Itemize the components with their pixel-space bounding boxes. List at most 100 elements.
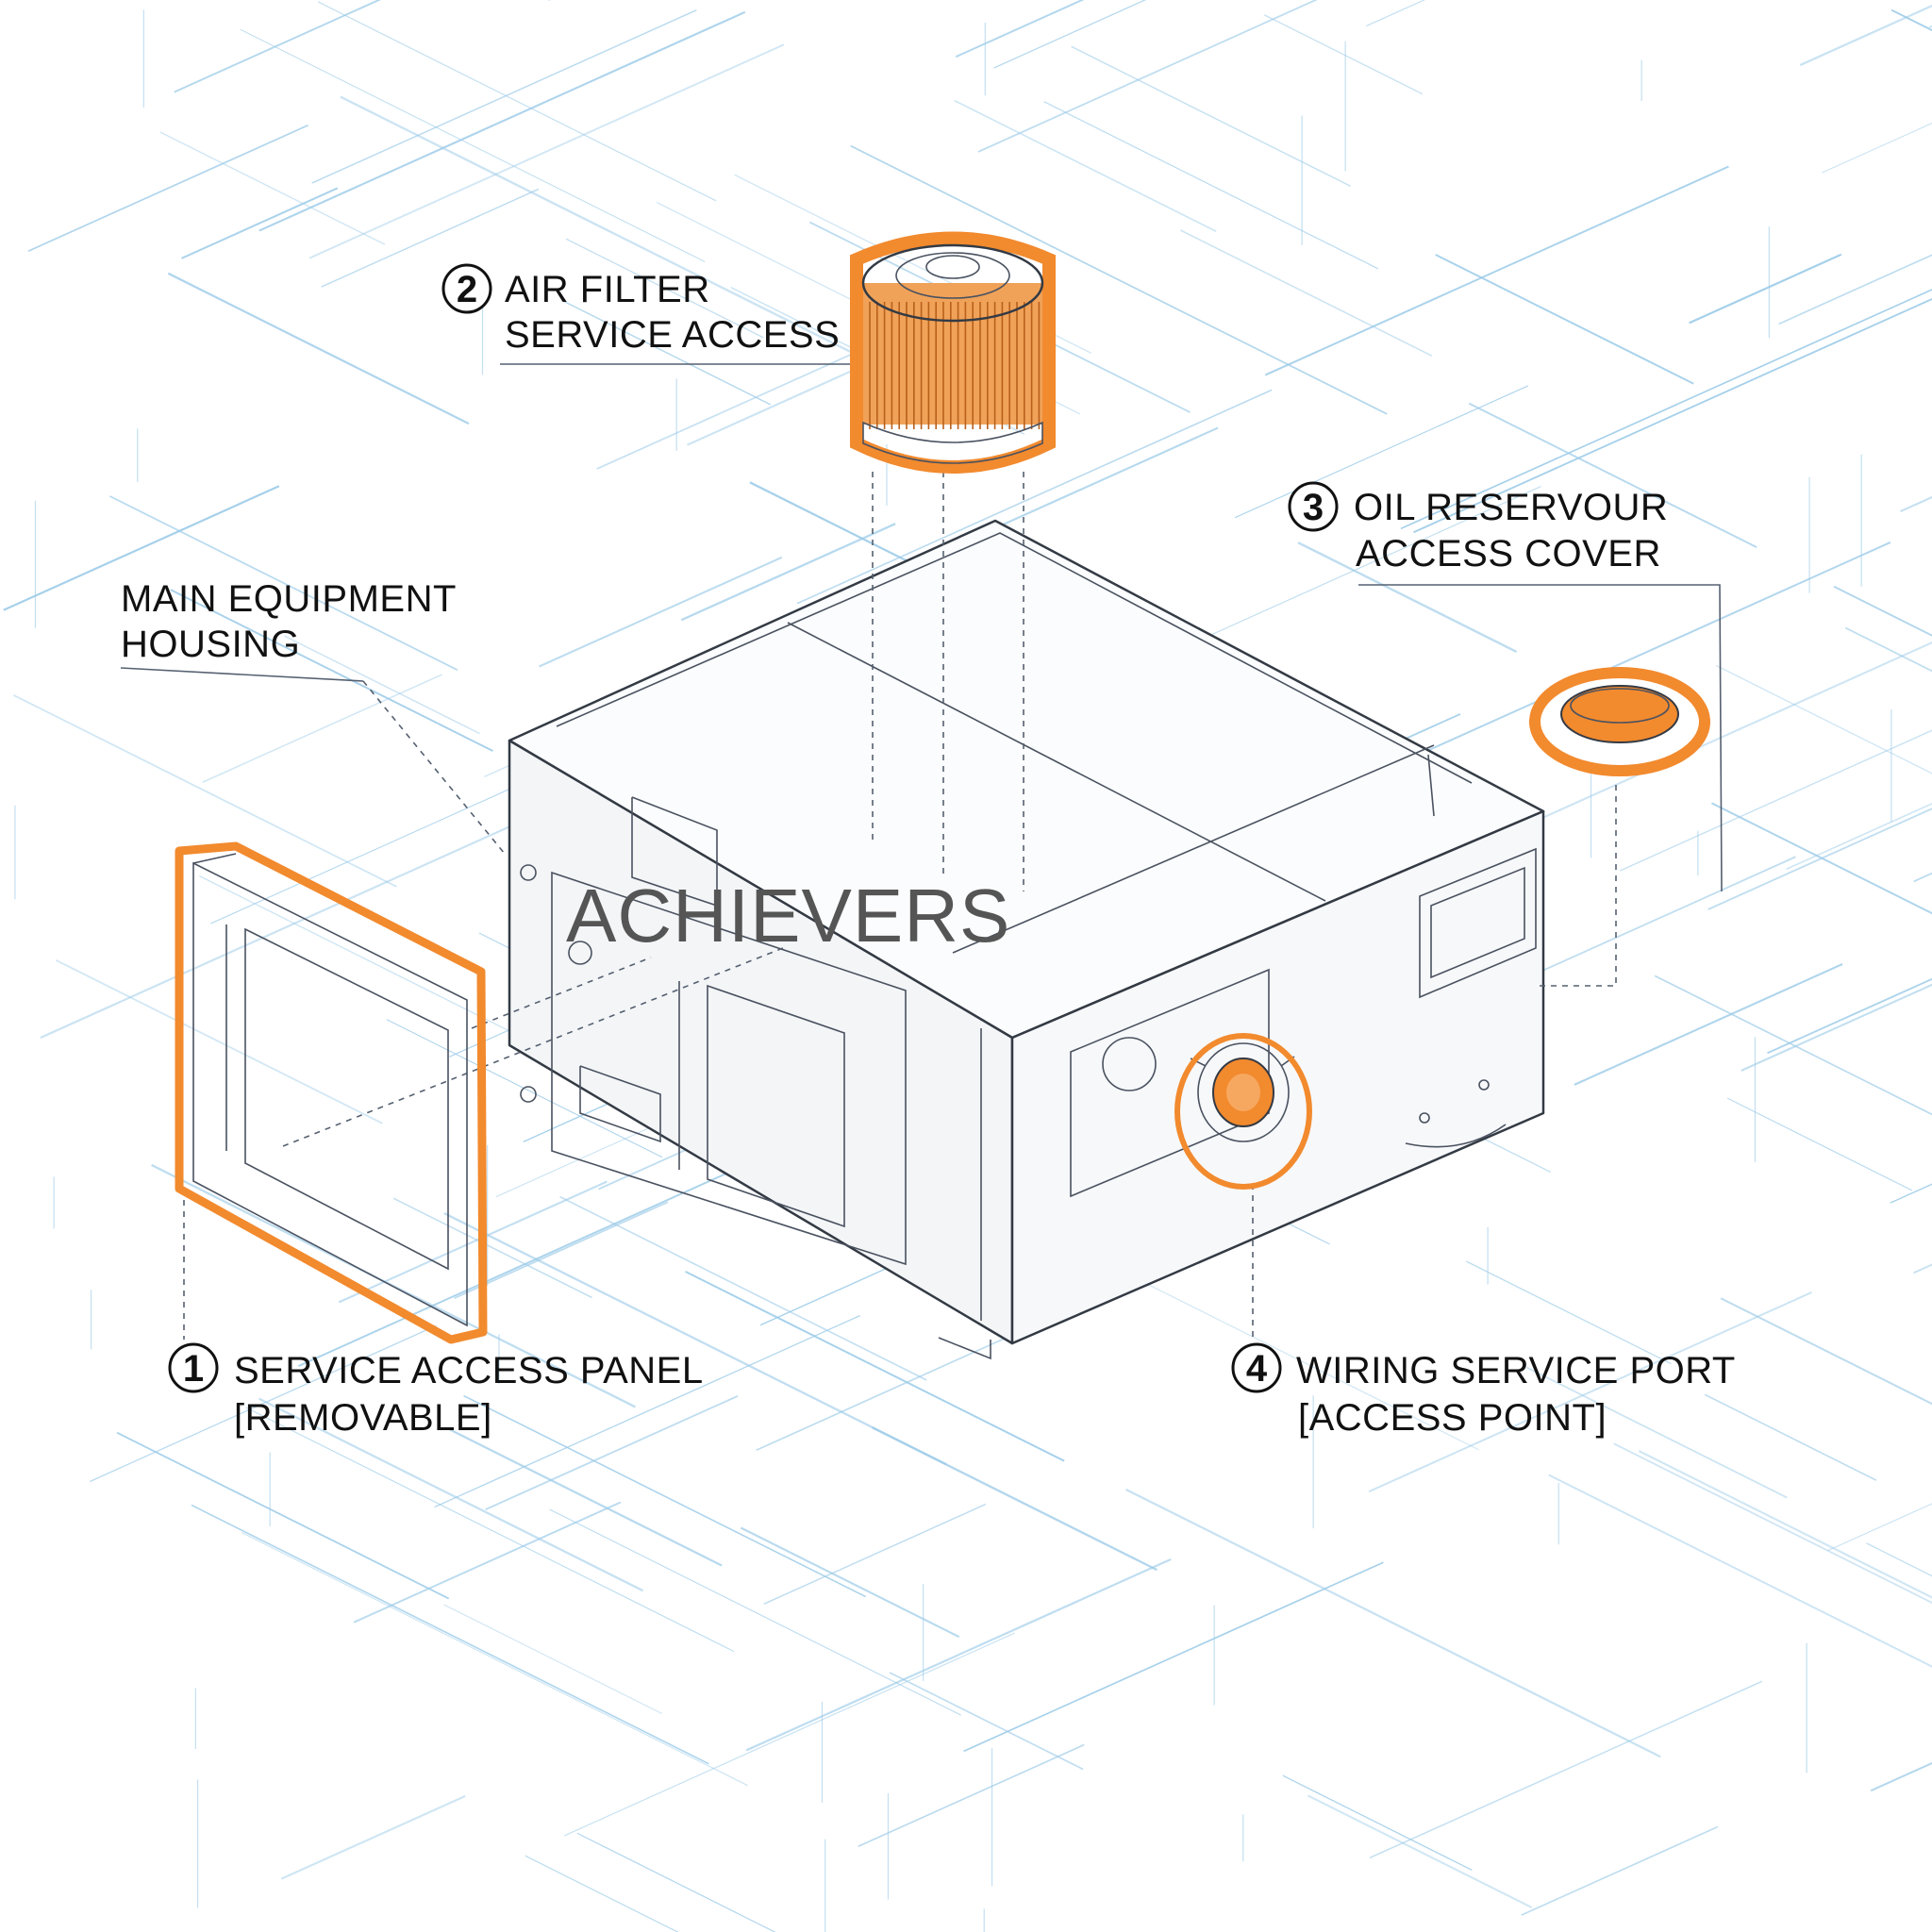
grid-line — [1366, 0, 1425, 27]
grid-line — [485, 1395, 739, 1510]
grid-line — [1548, 1474, 1932, 1668]
grid-line — [1890, 1183, 1932, 1204]
grid-line — [1179, 229, 1433, 357]
grid-line — [311, 8, 697, 184]
grid-line — [1778, 254, 1932, 325]
inner-module — [631, 796, 718, 908]
panel-frame-inner — [244, 927, 449, 1271]
grid-line — [889, 1672, 1084, 1771]
side-panel-recess — [1070, 968, 1270, 1198]
grid-line — [181, 187, 339, 259]
grid-line — [443, 1604, 662, 1714]
callout-number-badge — [1231, 1342, 1282, 1393]
grid-line — [1297, 541, 1518, 653]
grid-line — [1369, 1680, 1763, 1859]
grid-line — [89, 1324, 437, 1483]
grid-line — [858, 1743, 1085, 1848]
grid-line — [1413, 297, 1932, 534]
housing-screw — [520, 864, 537, 881]
grid-line — [539, 556, 783, 668]
grid-line — [40, 820, 522, 1039]
service-access-panel — [175, 841, 488, 1344]
grid-line — [1710, 802, 1932, 915]
grid-line — [954, 99, 1217, 233]
grid-line — [563, 1632, 1016, 1837]
grid-line — [1465, 1260, 1672, 1365]
grid-line — [159, 131, 386, 245]
panel-leader — [471, 957, 652, 1029]
grid-line — [1799, 4, 1932, 67]
grid-line — [1767, 977, 1932, 1055]
grid-line — [763, 1503, 987, 1605]
grid-line — [283, 635, 480, 735]
grid-line — [1613, 1442, 1932, 1604]
main-equipment-housing — [508, 519, 1545, 1360]
grid-line — [685, 1270, 1065, 1462]
grid-line — [170, 589, 493, 752]
grid-line — [27, 124, 308, 253]
filter-top-ring — [895, 252, 1010, 299]
grid-line — [549, 1508, 961, 1716]
filter-center-hole — [925, 255, 980, 279]
grid-line — [191, 1504, 709, 1765]
grid-line — [1525, 1366, 1788, 1499]
grid-line — [955, 0, 1085, 58]
grid-line — [1435, 254, 1694, 385]
grid-line — [55, 958, 383, 1124]
grid-line — [167, 272, 470, 425]
grid-line — [1125, 1488, 1661, 1758]
filter-top-cap — [861, 243, 1044, 323]
grid-line — [1638, 1450, 1932, 1599]
wiring-label-line1: WIRING SERVICE PORT — [1296, 1350, 1736, 1391]
grid-line — [1890, 8, 1932, 32]
panel-frame-outer — [192, 861, 468, 1327]
grid-line — [210, 781, 526, 924]
grid-line — [1707, 808, 1932, 910]
grid-line — [1263, 14, 1424, 95]
filter-orange-outline — [850, 231, 1056, 474]
grid-line — [202, 674, 442, 783]
side-round-port — [1102, 1037, 1157, 1091]
grid-line — [563, 300, 772, 406]
callout-oil-reservoir: 3 OIL RESERVOUR ACCESS COVER — [1288, 481, 1668, 575]
filter-bottom-cap — [862, 421, 1043, 464]
grid-line — [340, 95, 864, 359]
air-filter-cartridge — [850, 231, 1056, 474]
grid-line — [1715, 664, 1932, 774]
side-vent-window — [1419, 847, 1537, 999]
filter-label-line2: SERVICE ACCESS — [505, 314, 840, 356]
housing-foot — [938, 1337, 991, 1360]
callout-wiring-port: 4 WIRING SERVICE PORT [ACCESS POINT] — [1231, 1342, 1736, 1439]
grid-line — [1822, 122, 1932, 174]
callout-number: 4 — [1246, 1348, 1268, 1390]
grid-line — [1132, 1276, 1479, 1451]
grid-line — [308, 43, 785, 259]
grid-line — [1521, 1825, 1719, 1916]
oil-label-line1: OIL RESERVOUR — [1354, 487, 1668, 528]
grid-line — [565, 238, 764, 339]
grid-line — [280, 1794, 466, 1880]
grid-line — [1870, 1761, 1932, 1792]
inner-valve — [568, 941, 592, 965]
grid-line — [245, 1407, 735, 1653]
grid-line — [1574, 963, 1843, 1086]
grid-line — [1689, 253, 1842, 325]
housing-screw — [520, 1086, 537, 1103]
grid-line — [680, 523, 896, 622]
oil-reservoir-cover — [1529, 667, 1710, 776]
grid-line — [258, 1397, 644, 1592]
grid-line — [258, 10, 746, 232]
panel-label-line2: [REMOVABLE] — [234, 1397, 492, 1439]
grid-line — [353, 1501, 622, 1624]
grid-line — [241, 1531, 748, 1787]
grid-line — [1392, 541, 1891, 768]
grid-line — [1518, 641, 1932, 830]
grid-line — [1827, 1503, 1932, 1552]
grid-line — [1726, 1097, 1913, 1191]
watermark: ACHIEVERS — [566, 874, 1010, 958]
grid-line — [1913, 872, 1932, 883]
grid-line — [454, 1201, 669, 1299]
inner-filter-cartridge — [707, 984, 845, 1228]
grid-line — [525, 1855, 679, 1932]
wiring-port-fitting — [1190, 1042, 1295, 1142]
